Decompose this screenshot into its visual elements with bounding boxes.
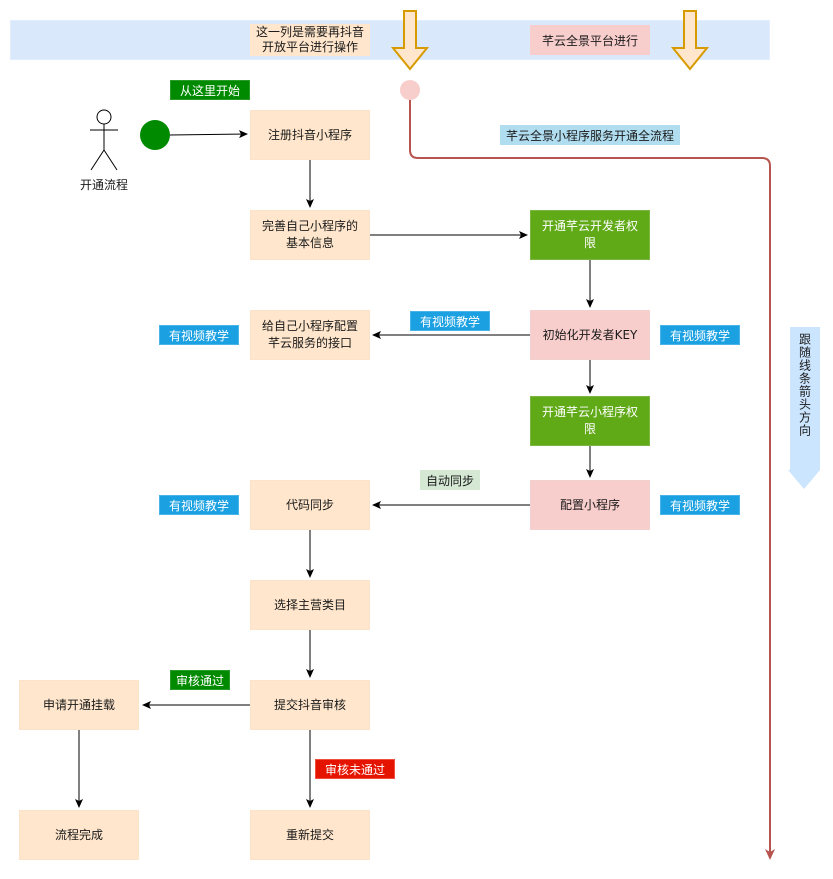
douyin-column-note-line1: 这一列是需要再抖音 [255,25,364,39]
flow-start-dot [400,80,420,100]
step-config-mini[interactable]: 配置小程序 [530,480,650,530]
video-tutorial-tag-code-sync[interactable]: 有视频教学 [159,495,239,515]
yunyun-column-note: 芊云全景平台进行 [530,25,650,55]
auto-sync-label: 自动同步 [420,470,480,490]
douyin-column-arrow-icon [390,10,430,71]
video-tutorial-tag-interface[interactable]: 有视频教学 [159,325,239,345]
video-tutorial-tag-key[interactable]: 有视频教学 [660,325,740,345]
video-tutorial-tag-config[interactable]: 有视频教学 [660,495,740,515]
step-complete-info[interactable]: 完善自己小程序的基本信息 [250,210,370,260]
step-register[interactable]: 注册抖音小程序 [250,110,370,160]
yunyun-column-arrow-icon [670,10,710,71]
edge-start-register [169,130,248,139]
actor-label: 开通流程 [79,178,128,192]
step-config-interface[interactable]: 给自己小程序配置芊云服务的接口 [250,310,370,360]
douyin-column-note: 这一列是需要再抖音 开放平台进行操作 [250,24,370,56]
step-open-dev-permission[interactable]: 开通芊云开发者权限 [530,210,650,260]
step-apply-mount[interactable]: 申请开通挂载 [19,680,139,730]
step-select-category[interactable]: 选择主营类目 [250,580,370,630]
flow-line [409,100,775,860]
step-resubmit[interactable]: 重新提交 [250,810,370,860]
step-open-mini-permission[interactable]: 开通芊云小程序权限 [530,396,650,446]
direction-hint-text: 跟随线条箭头方向 [797,333,812,437]
start-node-icon [140,120,170,150]
step-init-dev-key[interactable]: 初始化开发者KEY [530,310,650,360]
step-done[interactable]: 流程完成 [19,810,139,860]
start-here-badge: 从这里开始 [170,80,250,100]
douyin-column-note-line2: 开放平台进行操作 [261,40,358,54]
step-code-sync[interactable]: 代码同步 [250,480,370,530]
video-tutorial-tag-edge[interactable]: 有视频教学 [410,311,490,331]
actor-icon [90,109,118,171]
review-failed-label: 审核未通过 [315,759,395,779]
step-submit-review[interactable]: 提交抖音审核 [250,680,370,730]
review-passed-label: 审核通过 [170,670,230,690]
flow-title: 芊云全景小程序服务开通全流程 [500,125,680,145]
direction-hint: 跟随线条箭头方向 [790,327,820,470]
